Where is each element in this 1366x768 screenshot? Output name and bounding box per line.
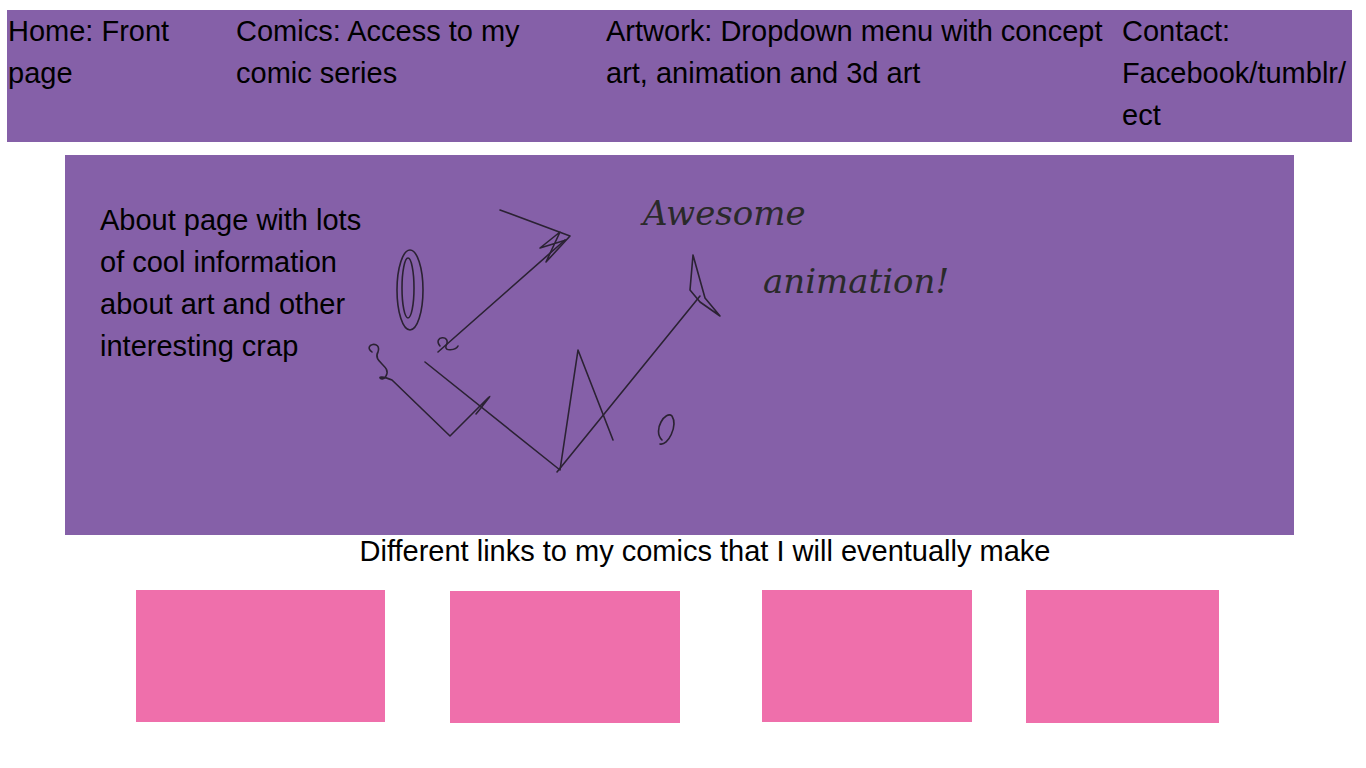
nav-item: Contact: Facebook/tumblr/ect: [1122, 10, 1348, 136]
hero-panel: About page with lots of cool information…: [65, 155, 1294, 535]
nav-item: Home: Front page: [8, 10, 223, 94]
nav-bar: Home: Front pageComics: Access to my com…: [7, 10, 1352, 142]
nav-item: Artwork: Dropdown menu with concept art,…: [606, 10, 1106, 94]
section-caption: Different links to my comics that I will…: [360, 532, 1051, 570]
comic-link-box: [450, 591, 680, 723]
nav-item: Comics: Access to my comic series: [236, 10, 596, 94]
comic-link-box: [762, 590, 972, 722]
comic-link-box: [136, 590, 385, 722]
about-text: About page with lots of cool information…: [100, 199, 368, 367]
comic-link-box: [1026, 590, 1219, 723]
handwritten-note: Awesome animation!: [643, 179, 1163, 315]
